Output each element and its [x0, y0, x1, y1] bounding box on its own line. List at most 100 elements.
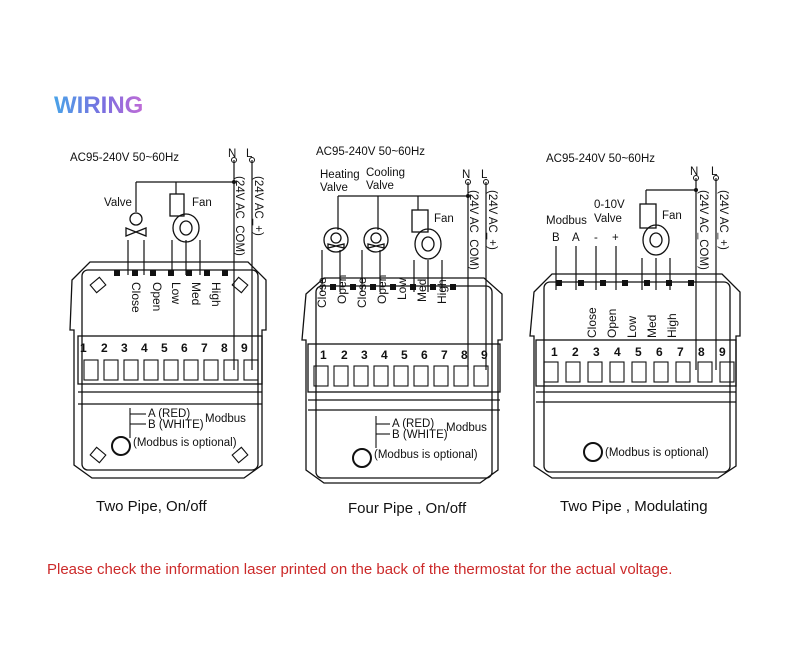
valve-icon [125, 212, 147, 237]
terminal-number: 3 [361, 348, 368, 362]
modbus-note: (Modbus is optional) [374, 449, 478, 461]
terminal-number: 1 [320, 348, 327, 362]
n-label: N [690, 166, 698, 178]
panel-caption: Two Pipe , Modulating [560, 498, 708, 515]
terminal-number: 9 [719, 345, 726, 359]
bus-label: B [552, 232, 560, 244]
terminal-number: 4 [614, 345, 621, 359]
panel-four-pipe-onoff: Close Open Close Open Low Med High 1 2 3… [301, 146, 503, 517]
com-label: (24V AC_COM) [233, 176, 245, 256]
terminal-label: Close [315, 277, 329, 308]
terminal-number: 9 [241, 341, 248, 355]
supply-label: AC95-240V 50~60Hz [70, 152, 179, 164]
modbus-top-label: Modbus [546, 215, 587, 227]
bus-label: - [594, 232, 598, 244]
cooling-label: Cooling [366, 167, 405, 179]
terminal-number: 3 [593, 345, 600, 359]
valve-label: Valve [104, 197, 132, 209]
terminal-label: Open [335, 275, 349, 304]
modbus-a-label: A (RED) [148, 408, 190, 420]
terminal-label: Med [189, 282, 203, 305]
terminal-label: Med [645, 315, 659, 338]
n-label: N [462, 169, 470, 181]
valve-top-label: 0-10V [594, 199, 625, 211]
terminal-label: Low [169, 282, 183, 304]
fan-icon [169, 193, 200, 243]
terminal-number: 5 [161, 341, 168, 355]
modbus-a-label: A (RED) [392, 418, 434, 430]
terminal-label: Low [625, 316, 639, 338]
l-label: L [711, 166, 718, 178]
heating-label: Valve [320, 182, 348, 194]
terminal-label: Close [355, 277, 369, 308]
n-label: N [228, 148, 236, 160]
modbus-note: (Modbus is optional) [133, 437, 237, 449]
com-label: (24V AC_COM) [697, 190, 709, 270]
terminal-number: 7 [201, 341, 208, 355]
terminal-label: High [665, 313, 679, 338]
voltage-note: Please check the information laser print… [47, 561, 672, 578]
terminal-label: Open [605, 309, 619, 338]
thermostat-body [529, 273, 741, 479]
terminal-label: High [209, 282, 223, 307]
thermostat-body [301, 277, 503, 484]
terminal-number: 2 [101, 341, 108, 355]
terminal-number: 7 [677, 345, 684, 359]
cooling-label: Valve [366, 180, 394, 192]
terminal-number: 5 [401, 348, 408, 362]
fan-label: Fan [192, 197, 212, 209]
valve-top-label: Valve [594, 213, 622, 225]
modbus-title: Modbus [205, 413, 246, 425]
plus-label: (24V AC_+) [717, 190, 729, 250]
l-label: L [481, 169, 488, 181]
bus-label: A [572, 232, 580, 244]
fan-icon [639, 203, 670, 256]
heating-label: Heating [320, 169, 360, 181]
terminal-label: Open [150, 282, 164, 311]
panel-two-pipe-modulating: Close Open Low Med High 1 2 3 4 5 6 7 8 … [529, 153, 741, 515]
terminal-number: 8 [698, 345, 705, 359]
modbus-note: (Modbus is optional) [605, 447, 709, 459]
bus-label: + [612, 232, 619, 244]
terminal-number: 1 [80, 341, 87, 355]
terminal-number: 6 [421, 348, 428, 362]
panel-caption: Two Pipe, On/off [96, 498, 207, 515]
terminal-number: 8 [461, 348, 468, 362]
plus-label: (24V AC_+) [486, 190, 498, 250]
terminal-label: Low [395, 278, 409, 300]
terminal-number: 5 [635, 345, 642, 359]
l-label: L [246, 148, 253, 160]
terminal-number: 1 [551, 345, 558, 359]
heating-valve-icon [323, 227, 349, 253]
terminal-number: 2 [341, 348, 348, 362]
plus-label: (24V AC_+) [252, 176, 264, 236]
terminal-number: 9 [481, 348, 488, 362]
fan-icon [411, 209, 442, 260]
com-label: (24V AC_COM) [467, 190, 479, 270]
panel-two-pipe-onoff: Close Open Low Med High 1 2 3 4 5 6 7 8 … [69, 148, 267, 515]
cooling-valve-icon [363, 227, 389, 253]
terminal-number: 4 [381, 348, 388, 362]
supply-label: AC95-240V 50~60Hz [316, 146, 425, 158]
supply-label: AC95-240V 50~60Hz [546, 153, 655, 165]
terminal-number: 6 [181, 341, 188, 355]
page-title: WIRING [54, 92, 143, 119]
terminal-number: 6 [656, 345, 663, 359]
modbus-b-label: B (WHITE) [148, 419, 204, 431]
terminal-number: 8 [221, 341, 228, 355]
terminal-number: 4 [141, 341, 148, 355]
fan-label: Fan [434, 213, 454, 225]
terminal-label: High [435, 279, 449, 304]
panel-caption: Four Pipe , On/off [348, 500, 467, 517]
modbus-title: Modbus [446, 422, 487, 434]
terminal-number: 3 [121, 341, 128, 355]
terminal-label: Med [415, 279, 429, 302]
modbus-b-label: B (WHITE) [392, 429, 448, 441]
fan-label: Fan [662, 210, 682, 222]
terminal-label: Open [375, 275, 389, 304]
terminal-label: Close [129, 282, 143, 313]
terminal-label: Close [585, 307, 599, 338]
terminal-number: 7 [441, 348, 448, 362]
terminal-number: 2 [572, 345, 579, 359]
